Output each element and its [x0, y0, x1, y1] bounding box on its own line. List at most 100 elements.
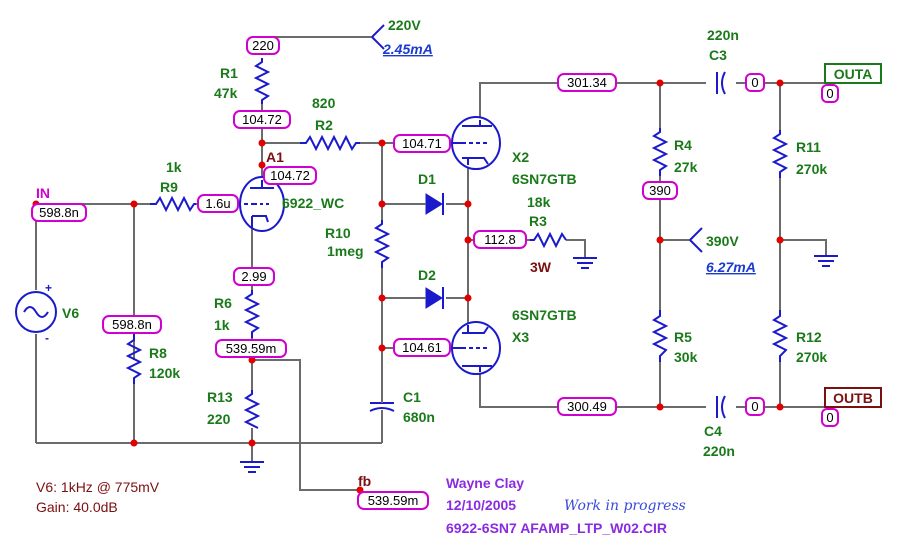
r6-name: R6 [214, 295, 232, 311]
x3-name: X3 [512, 329, 529, 345]
r2-value: 820 [312, 95, 336, 111]
node-value-a1-cathode: 2.99 [233, 267, 275, 286]
node-value-in-text: 598.8n [39, 205, 79, 220]
node-value-r1-bottom-text: 104.72 [242, 112, 282, 127]
ground-symbol-r3 [573, 257, 597, 269]
diode-d2 [418, 287, 444, 309]
supply-mid-current: 6.27mA [706, 259, 756, 275]
note-gain: Gain: 40.0dB [36, 499, 118, 515]
note-author: Wayne Clay [446, 475, 524, 491]
ac-source-v6: + - [15, 281, 57, 345]
supply-arrow-220v [371, 24, 385, 50]
node-value-x3-grid-text: 104.61 [402, 340, 442, 355]
node-value-c3-out-text: 0 [751, 75, 758, 90]
port-outb: OUTB [824, 387, 882, 408]
r5-name: R5 [674, 329, 692, 345]
node-value-r4-r5-mid: 390 [642, 181, 678, 200]
c4-name: C4 [704, 423, 722, 439]
capacitor-c4 [716, 395, 726, 419]
r8-value: 120k [149, 365, 180, 381]
r12-name: R12 [796, 329, 822, 345]
capacitor-c3 [716, 71, 726, 95]
r1-name: R1 [220, 65, 238, 81]
node-value-x2-grid-text: 104.71 [402, 136, 442, 151]
diode-d1 [418, 193, 444, 215]
v6-plus-sign: + [45, 281, 52, 295]
node-value-x3-grid: 104.61 [393, 338, 451, 357]
r13-name: R13 [207, 389, 233, 405]
node-value-r8-top: 598.8n [102, 315, 162, 334]
x2-part: 6SN7GTB [512, 171, 577, 187]
resistor-r12 [771, 310, 789, 362]
resistor-r13 [243, 390, 261, 429]
triode-a1 [239, 176, 285, 232]
c1-value: 680n [403, 409, 435, 425]
supply-arrow-390v [689, 227, 703, 253]
r2-name: R2 [315, 117, 333, 133]
resistor-r11 [771, 130, 789, 178]
node-value-r6-bottom: 539.59m [215, 339, 287, 358]
r4-value: 27k [674, 159, 698, 175]
ground-symbol-r11 [814, 255, 838, 267]
node-value-x2-plate-text: 301.34 [567, 75, 607, 90]
a1-part: 6922_WC [282, 195, 344, 211]
resistor-r5 [651, 310, 669, 362]
node-value-r1-bottom: 104.72 [233, 110, 291, 129]
node-value-c4-out: 0 [745, 397, 765, 416]
ground-symbol-bottom [240, 461, 264, 473]
r9-name: R9 [160, 179, 178, 195]
r3-name: R3 [529, 213, 547, 229]
node-value-x3-plate: 300.49 [557, 397, 617, 416]
r11-value: 270k [796, 161, 827, 177]
resistor-r6 [243, 290, 261, 338]
node-value-a1-cathode-text: 2.99 [241, 269, 266, 284]
r8-name: R8 [149, 345, 167, 361]
note-filename: 6922-6SN7 AFAMP_LTP_W02.CIR [446, 520, 667, 536]
node-value-outa: 0 [821, 84, 839, 103]
r9-value: 1k [166, 159, 182, 175]
a1-name: A1 [266, 149, 284, 165]
supply-top-current: 2.45mA [382, 41, 433, 57]
node-value-outb: 0 [821, 408, 839, 427]
r12-value: 270k [796, 349, 827, 365]
node-value-top220-text: 220 [252, 38, 274, 53]
triode-x3 [451, 321, 501, 375]
node-value-a1-plate-text: 104.72 [270, 168, 310, 183]
c4-value: 220n [703, 443, 735, 459]
r10-name: R10 [325, 225, 351, 241]
node-value-fb-text: 539.59m [368, 493, 419, 508]
capacitor-c1 [369, 375, 395, 412]
node-value-c3-out: 0 [745, 73, 765, 92]
r4-name: R4 [674, 137, 692, 153]
v6-minus-sign: - [45, 331, 49, 345]
port-outa: OUTA [824, 63, 882, 84]
node-value-a1-grid-text: 1.6u [205, 196, 230, 211]
node-value-top220: 220 [246, 36, 280, 55]
r10-value: 1meg [327, 243, 364, 259]
c3-value: 220n [707, 27, 739, 43]
r3-rating: 3W [530, 259, 552, 275]
v6-name: V6 [62, 305, 79, 321]
c3-name: C3 [709, 47, 727, 63]
junction-nodes [32, 79, 784, 494]
node-value-fb: 539.59m [357, 491, 429, 510]
x2-name: X2 [512, 149, 529, 165]
resistor-r10 [373, 220, 391, 268]
d1-name: D1 [418, 171, 436, 187]
triode-x2 [451, 116, 501, 170]
node-value-in: 598.8n [31, 203, 87, 222]
note-status: Work in progress [564, 498, 686, 514]
port-outa-label: OUTA [834, 66, 873, 82]
node-value-r8-top-text: 598.8n [112, 317, 152, 332]
d2-name: D2 [418, 267, 436, 283]
c1-name: C1 [403, 389, 421, 405]
node-value-x3-plate-text: 300.49 [567, 399, 607, 414]
note-date: 12/10/2005 [446, 497, 516, 513]
port-outb-label: OUTB [833, 390, 873, 406]
node-value-c4-out-text: 0 [751, 399, 758, 414]
r3-value: 18k [527, 194, 551, 210]
port-fb-label: fb [358, 473, 371, 489]
r11-name: R11 [796, 139, 821, 155]
resistor-r9 [150, 195, 196, 213]
